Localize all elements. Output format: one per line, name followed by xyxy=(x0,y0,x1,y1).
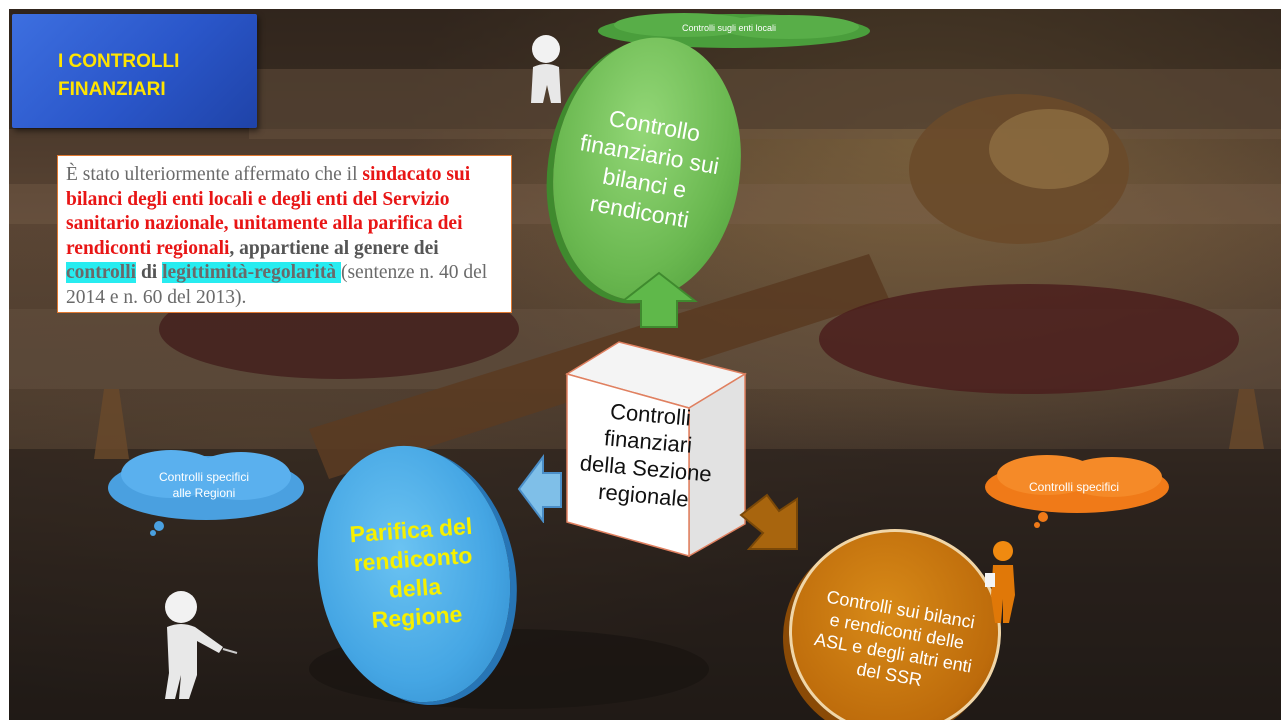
arrow-down-right-icon xyxy=(739,493,798,550)
quote-text-3: di xyxy=(136,262,163,283)
cloud-blue-line-1: Controlli specifici xyxy=(158,470,250,484)
person-pointer-icon xyxy=(165,591,238,699)
green-circle-label: Controllo finanziario sui bilanci e rend… xyxy=(578,104,722,233)
center-cube xyxy=(565,341,747,558)
quote-box: È stato ulteriormente affermato che il s… xyxy=(57,155,512,313)
arrow-up-icon xyxy=(620,271,698,328)
blue-circle-label: Parifica del rendiconto della Regione xyxy=(348,512,474,634)
title-box: I CONTROLLI FINANZIARI xyxy=(12,14,257,128)
cloud-blue-label: Controlli specifici alle Regioni xyxy=(119,469,289,501)
quote-text-4: (sentenze n. 40 del 2014 e n. 60 del 201… xyxy=(66,262,488,308)
title-line-1: I CONTROLLI xyxy=(58,51,180,72)
arrow-left-icon xyxy=(517,454,562,523)
cloud-blue-line-2: alle Regioni xyxy=(172,486,236,500)
cloud-orange xyxy=(985,455,1169,528)
quote-highlight-controlli: controlli xyxy=(66,262,137,283)
title-line-2: FINANZIARI xyxy=(58,79,166,100)
quote-highlight-legittimita: legittimità-regolarità xyxy=(162,262,341,283)
brown-circle: Controlli sui bilanci e rendiconti delle… xyxy=(789,529,1001,720)
cloud-green-label: Controlli sugli enti locali xyxy=(681,23,777,33)
quote-emphasis-red: sindacato sui bilanci degli enti locali … xyxy=(66,164,471,259)
cloud-blue xyxy=(108,450,304,536)
quote-text-1: È stato ulteriormente affermato che il xyxy=(66,164,363,185)
center-label: Controlli finanziari della Sezione regio… xyxy=(578,398,713,512)
brown-circle-label: Controlli sui bilanci e rendiconti delle… xyxy=(812,586,977,691)
person-orange-icon xyxy=(985,541,1015,623)
page-title: I CONTROLLI FINANZIARI xyxy=(58,48,218,104)
cloud-orange-label: Controlli specifici xyxy=(1028,480,1120,494)
person-icon xyxy=(531,35,561,103)
slide: I CONTROLLI FINANZIARI È stato ulteriorm… xyxy=(9,9,1281,720)
quote-text-2: , appartiene al genere dei xyxy=(229,237,439,259)
